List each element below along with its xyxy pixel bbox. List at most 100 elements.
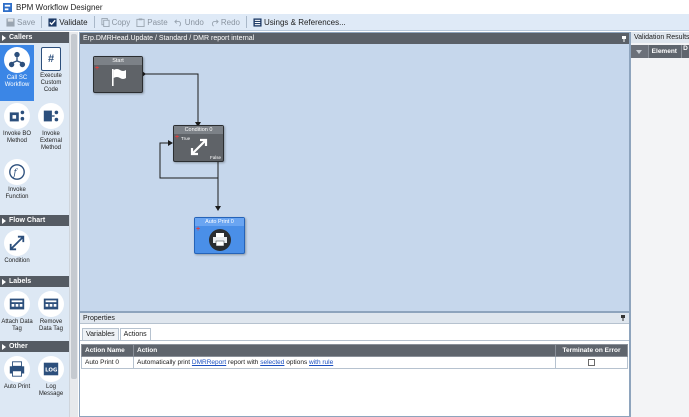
properties-header: Properties (80, 313, 629, 324)
true-label: True (181, 136, 191, 141)
tools-flow-chart: Condition (0, 226, 69, 284)
paste-icon (136, 17, 145, 27)
section-flow-chart[interactable]: Flow Chart (0, 215, 69, 226)
remove-data-tag-icon (38, 291, 64, 317)
add-icon[interactable]: + (175, 134, 180, 141)
table-row[interactable]: Auto Print 0 Automatically print DMRRepo… (81, 356, 628, 369)
copy-icon (101, 17, 110, 27)
tool-remove-data-tag[interactable]: Remove Data Tag (34, 289, 68, 345)
pin-icon[interactable] (621, 35, 627, 42)
add-icon[interactable]: + (196, 226, 201, 233)
tool-invoke-external-method[interactable]: Invoke External Method (34, 101, 68, 157)
tool-log-message[interactable]: LOG Log Message (34, 354, 68, 410)
collapse-arrow-icon (2, 34, 6, 41)
undo-button[interactable]: Undo (171, 15, 207, 30)
collapse-arrow-icon (2, 278, 6, 285)
invoke-external-method-icon (38, 103, 64, 129)
toolbox-panel: Callers Call SC Workflow # Execute Custo… (0, 32, 69, 417)
sort-column[interactable] (631, 45, 648, 58)
toolbox-scrollbar[interactable] (69, 32, 78, 417)
tab-actions[interactable]: Actions (119, 328, 151, 340)
validation-title: Validation Results (631, 32, 689, 43)
tool-invoke-function[interactable]: f Invoke Function (0, 157, 34, 213)
column-header-element[interactable]: Element (647, 45, 682, 58)
action-name-cell[interactable]: Auto Print 0 (81, 356, 134, 369)
properties-title: Properties (83, 314, 115, 322)
add-icon[interactable]: + (95, 65, 100, 72)
properties-panel: Properties Variables Actions Action Name… (79, 312, 630, 417)
redo-button[interactable]: Redo (207, 15, 243, 30)
condition-node[interactable]: Condition 0 + True False (173, 125, 224, 162)
undo-icon (173, 18, 181, 26)
tools-other: Auto Print LOG Log Message (0, 352, 69, 410)
paste-button[interactable]: Paste (133, 15, 170, 30)
validation-columns: Element D (631, 45, 689, 58)
tab-variables[interactable]: Variables (82, 328, 119, 340)
references-icon (253, 17, 262, 27)
redo-icon (211, 18, 219, 26)
call-sc-workflow-icon (4, 47, 30, 73)
column-header-action[interactable]: Action (133, 344, 556, 357)
terminate-on-error-checkbox[interactable] (588, 359, 595, 366)
usings-references-button[interactable]: Usings & References... (250, 15, 349, 30)
scrollbar-thumb[interactable] (71, 34, 77, 379)
pin-icon[interactable] (620, 315, 626, 321)
tool-invoke-bo-method[interactable]: Invoke BO Method (0, 101, 34, 157)
validate-button[interactable]: Validate (45, 15, 90, 30)
toolbar-separator (41, 16, 43, 28)
title-bar: BPM Workflow Designer (0, 0, 689, 14)
invoke-function-icon: f (4, 159, 30, 185)
log-message-icon: LOG (38, 356, 64, 382)
column-header-terminate-on-error[interactable]: Terminate on Error (555, 344, 628, 357)
rule-link[interactable]: with rule (309, 359, 334, 366)
tool-execute-custom-code[interactable]: # Execute Custom Code (34, 45, 68, 101)
canvas-header: Erp.DMRHead.Update / Standard / DMR repo… (80, 33, 629, 44)
app-icon (3, 2, 12, 12)
workflow-canvas[interactable]: Erp.DMRHead.Update / Standard / DMR repo… (79, 32, 630, 312)
auto-print-node-title: Auto Print 0 (195, 218, 244, 226)
selected-options-link[interactable]: selected (260, 359, 285, 366)
condition-node-title: Condition 0 (174, 126, 223, 134)
printer-icon (209, 229, 231, 251)
save-button[interactable]: Save (3, 15, 38, 30)
connector-lines (142, 71, 221, 211)
checkmark-icon (48, 17, 57, 27)
toolbar: Save Validate Copy Paste Undo Redo Using… (0, 14, 689, 31)
save-icon (6, 17, 15, 27)
report-link[interactable]: DMRReport (191, 359, 227, 366)
toolbar-separator (93, 16, 95, 28)
collapse-arrow-icon (2, 343, 6, 350)
column-header-action-name[interactable]: Action Name (81, 344, 134, 357)
svg-text:f: f (12, 169, 18, 179)
toolbar-separator (245, 16, 247, 28)
start-node-title: Start (94, 57, 142, 65)
svg-text:LOG: LOG (45, 368, 58, 374)
condition-icon (4, 230, 30, 256)
invoke-bo-method-icon (4, 103, 30, 129)
flag-icon (112, 69, 126, 86)
action-cell[interactable]: Automatically print DMRReport report wit… (133, 356, 556, 369)
section-callers[interactable]: Callers (0, 32, 69, 43)
sort-arrow-icon (636, 49, 643, 54)
section-labels[interactable]: Labels (0, 276, 69, 287)
execute-code-icon: # (41, 47, 61, 71)
terminate-on-error-cell (555, 356, 628, 369)
validation-panel: Validation Results Element D (630, 32, 689, 417)
window-title: BPM Workflow Designer (16, 2, 103, 12)
tool-auto-print[interactable]: Auto Print (0, 354, 34, 410)
auto-print-node[interactable]: Auto Print 0 + (194, 217, 245, 254)
tools-callers: Call SC Workflow # Execute Custom Code I… (0, 43, 69, 213)
start-node[interactable]: Start + (93, 56, 143, 93)
section-other[interactable]: Other (0, 341, 69, 352)
properties-tabs: Variables Actions (80, 324, 629, 341)
column-header-d[interactable]: D (681, 45, 689, 58)
tool-condition[interactable]: Condition (0, 228, 34, 284)
table-header-row: Action Name Action Terminate on Error (81, 344, 628, 357)
canvas-title: Erp.DMRHead.Update / Standard / DMR repo… (83, 35, 255, 42)
copy-button[interactable]: Copy (98, 15, 134, 30)
tool-call-sc-workflow[interactable]: Call SC Workflow (0, 45, 34, 101)
collapse-arrow-icon (2, 217, 6, 224)
tool-attach-data-tag[interactable]: Attach Data Tag (0, 289, 34, 345)
auto-print-icon (4, 356, 30, 382)
false-label: False (209, 155, 221, 160)
